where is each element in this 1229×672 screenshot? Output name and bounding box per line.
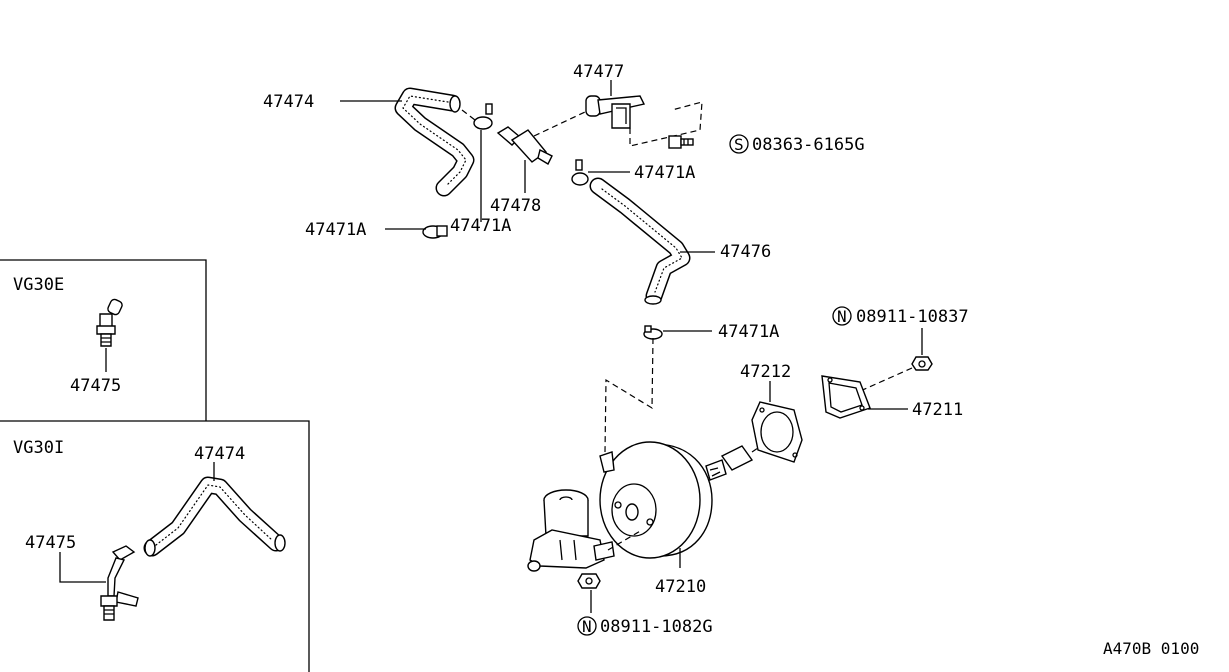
callout-08911-10837: 08911-10837 bbox=[856, 307, 969, 327]
callout-47210: 47210 bbox=[655, 577, 706, 597]
callout-08911-1082G: 08911-1082G bbox=[600, 617, 713, 637]
vg30i-part-label: 47475 bbox=[25, 533, 76, 553]
callout-47471A-left: 47471A bbox=[305, 220, 366, 240]
clamp-left-icon bbox=[422, 225, 448, 239]
master-cylinder-icon bbox=[527, 489, 615, 572]
callout-08363-6165G: 08363-6165G bbox=[752, 135, 865, 155]
callout-47478: 47478 bbox=[490, 196, 541, 216]
clamp-low-icon bbox=[643, 325, 663, 340]
hose-47474 bbox=[394, 87, 475, 197]
nut-bottom-icon bbox=[577, 573, 601, 589]
footer-code: A470B 0100 bbox=[1103, 639, 1199, 658]
gasket-47212 bbox=[751, 401, 803, 463]
nut-top-icon bbox=[911, 356, 933, 371]
vg30e-fitting-icon bbox=[96, 298, 123, 347]
inset-vg30e: VG30E 47475 bbox=[0, 259, 207, 421]
inset-vg30i: VG30I 47474 47475 bbox=[0, 420, 310, 672]
n-mark-bottom-letter: N bbox=[582, 617, 592, 636]
inset-vg30i-title: VG30I bbox=[13, 438, 64, 458]
hose-47476 bbox=[589, 177, 691, 305]
clamp-upper-icon bbox=[473, 103, 493, 130]
callout-47212: 47212 bbox=[740, 362, 791, 382]
vg30e-part-label: 47475 bbox=[70, 376, 121, 396]
callout-47477: 47477 bbox=[573, 62, 624, 82]
connector-47477 bbox=[585, 95, 646, 129]
s-mark-icon bbox=[729, 134, 749, 154]
s-mark-letter: S bbox=[734, 135, 744, 154]
clamp-right-icon bbox=[571, 159, 589, 186]
callout-47211: 47211 bbox=[912, 400, 963, 420]
check-valve-47478 bbox=[496, 126, 553, 165]
callout-47471A-center: 47471A bbox=[450, 216, 511, 236]
n-mark-bottom-icon bbox=[577, 616, 597, 636]
vg30i-fitting-icon bbox=[100, 545, 139, 621]
n-mark-top-icon bbox=[832, 306, 852, 326]
bolt-icon bbox=[668, 135, 694, 149]
brake-booster-47210 bbox=[599, 441, 754, 559]
n-mark-top-letter: N bbox=[837, 307, 847, 326]
gasket-47211 bbox=[821, 375, 871, 419]
vg30i-hose-label: 47474 bbox=[194, 444, 245, 464]
callout-47474: 47474 bbox=[263, 92, 314, 112]
callout-47471A-low: 47471A bbox=[718, 322, 779, 342]
callout-47471A-right: 47471A bbox=[634, 163, 695, 183]
vg30i-hose-icon bbox=[143, 476, 286, 557]
inset-vg30e-title: VG30E bbox=[13, 275, 64, 295]
callout-47476: 47476 bbox=[720, 242, 771, 262]
